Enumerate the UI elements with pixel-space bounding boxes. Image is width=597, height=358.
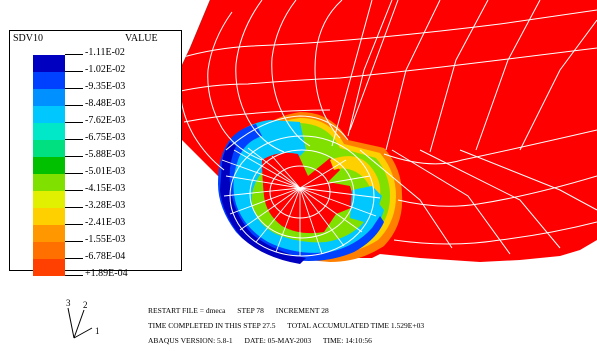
legend-swatch: [33, 157, 65, 174]
legend-value-label: -6.75E-03: [85, 132, 126, 143]
legend-swatch: [33, 55, 65, 72]
legend-value-label: -3.28E-03: [85, 200, 126, 211]
legend-value-label: -1.11E-02: [85, 47, 125, 58]
legend-swatch: [33, 174, 65, 191]
legend-tick: [65, 105, 83, 106]
step-number: STEP 78: [237, 306, 264, 315]
legend-tick: [65, 241, 83, 242]
legend-tick: [65, 224, 83, 225]
legend-tick: [65, 207, 83, 208]
legend-value-label: -5.88E-03: [85, 149, 126, 160]
info-line-restart: RESTART FILE = dmeca STEP 78 INCREMENT 2…: [148, 303, 434, 318]
legend-swatch: [33, 72, 65, 89]
triad-axis-3: [67, 307, 75, 339]
triad-axis-2: [73, 309, 85, 339]
legend-value-label: -4.15E-03: [85, 183, 126, 194]
legend-swatch: [33, 242, 65, 259]
total-time: TOTAL ACCUMULATED TIME 1.529E+03: [287, 321, 425, 330]
legend-tick: [65, 139, 83, 140]
triad-label-1: 1: [95, 326, 100, 336]
legend-tick: [65, 54, 83, 55]
axis-triad: 3 2 1: [66, 298, 100, 339]
restart-file: RESTART FILE = dmeca: [148, 306, 226, 315]
increment-number: INCREMENT 28: [275, 306, 329, 315]
legend-value-header: VALUE: [125, 33, 158, 44]
legend-value-label: -2.41E-03: [85, 217, 126, 228]
legend-value-label: -1.55E-03: [85, 234, 126, 245]
legend-swatch: [33, 208, 65, 225]
legend-tick: [65, 258, 83, 259]
abaqus-version: ABAQUS VERSION: 5.8-1: [148, 336, 233, 345]
legend-value-label: -7.62E-03: [85, 115, 126, 126]
legend-value-label: -6.78E-04: [85, 251, 126, 262]
triad-axis-1: [73, 327, 93, 339]
info-line-version: ABAQUS VERSION: 5.8-1 DATE: 05-MAY-2003 …: [148, 333, 434, 348]
legend-swatch: [33, 191, 65, 208]
legend-tick: [65, 88, 83, 89]
legend-tick: [65, 122, 83, 123]
legend-tick: [65, 275, 83, 276]
triad-label-3: 3: [66, 298, 71, 308]
legend-swatch: [33, 89, 65, 106]
legend-tick: [65, 71, 83, 72]
legend-value-label: -8.48E-03: [85, 98, 126, 109]
legend-variable-name: SDV10: [13, 33, 44, 44]
legend-value-label: +1.89E-04: [85, 268, 128, 279]
legend-swatch: [33, 106, 65, 123]
analysis-info: RESTART FILE = dmeca STEP 78 INCREMENT 2…: [148, 303, 434, 348]
legend-swatch: [33, 259, 65, 276]
legend-value-label: -1.02E-02: [85, 64, 126, 75]
mesh-lines: [175, 0, 597, 257]
contour-legend: SDV10 VALUE -1.11E-02 -1.02E-02 -9.35E-03 -…: [9, 30, 182, 279]
run-date: DATE: 05-MAY-2003: [244, 336, 312, 345]
legend-tick: [65, 156, 83, 157]
legend-tick: [65, 190, 83, 191]
legend-swatch: [33, 123, 65, 140]
step-time: TIME COMPLETED IN THIS STEP 27.5: [148, 321, 276, 330]
legend-tick: [65, 173, 83, 174]
run-time: TIME: 14:10:56: [322, 336, 372, 345]
legend-swatch: [33, 225, 65, 242]
legend-value-label: -5.01E-03: [85, 166, 126, 177]
triad-label-2: 2: [83, 300, 88, 310]
info-line-time: TIME COMPLETED IN THIS STEP 27.5 TOTAL A…: [148, 318, 434, 333]
legend-swatch: [33, 140, 65, 157]
legend-value-label: -9.35E-03: [85, 81, 126, 92]
